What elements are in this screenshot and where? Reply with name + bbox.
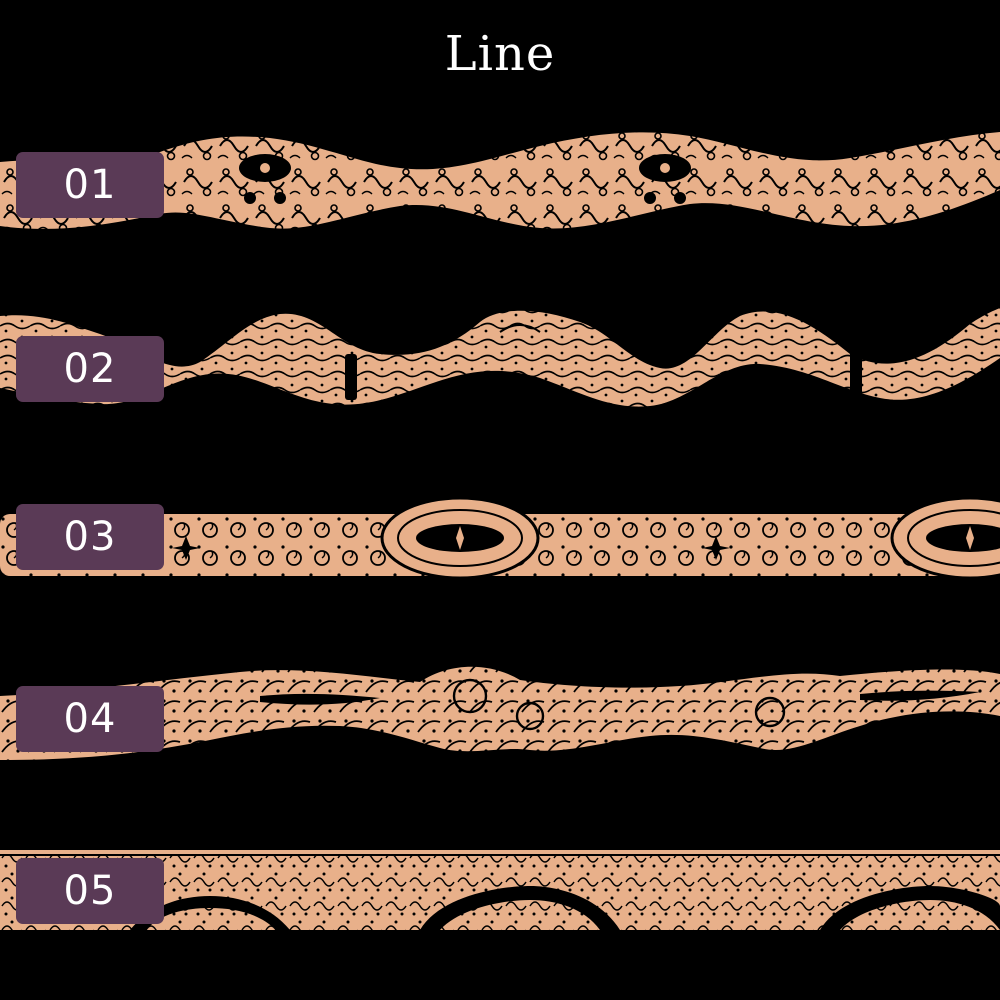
border-label-02: 02 [16, 336, 164, 402]
filigree-arches-ornament [0, 850, 1000, 930]
border-label-01: 01 [16, 152, 164, 218]
leaf-garland-ornament [0, 666, 1000, 760]
border-band-05[interactable]: 05 [0, 846, 1000, 936]
border-band-01[interactable]: 01 [0, 128, 1000, 240]
cartouche-chain-ornament [0, 496, 1000, 580]
border-label-03: 03 [16, 504, 164, 570]
border-band-04[interactable]: 04 [0, 656, 1000, 772]
border-label-04: 04 [16, 686, 164, 752]
page-title: Line [444, 26, 556, 82]
border-label-05: 05 [16, 858, 164, 924]
scroll-crest-ornament [0, 132, 1000, 229]
border-band-03[interactable]: 03 [0, 488, 1000, 592]
wavy-ribbon-ornament [0, 308, 1000, 407]
border-band-02[interactable]: 02 [0, 302, 1000, 422]
